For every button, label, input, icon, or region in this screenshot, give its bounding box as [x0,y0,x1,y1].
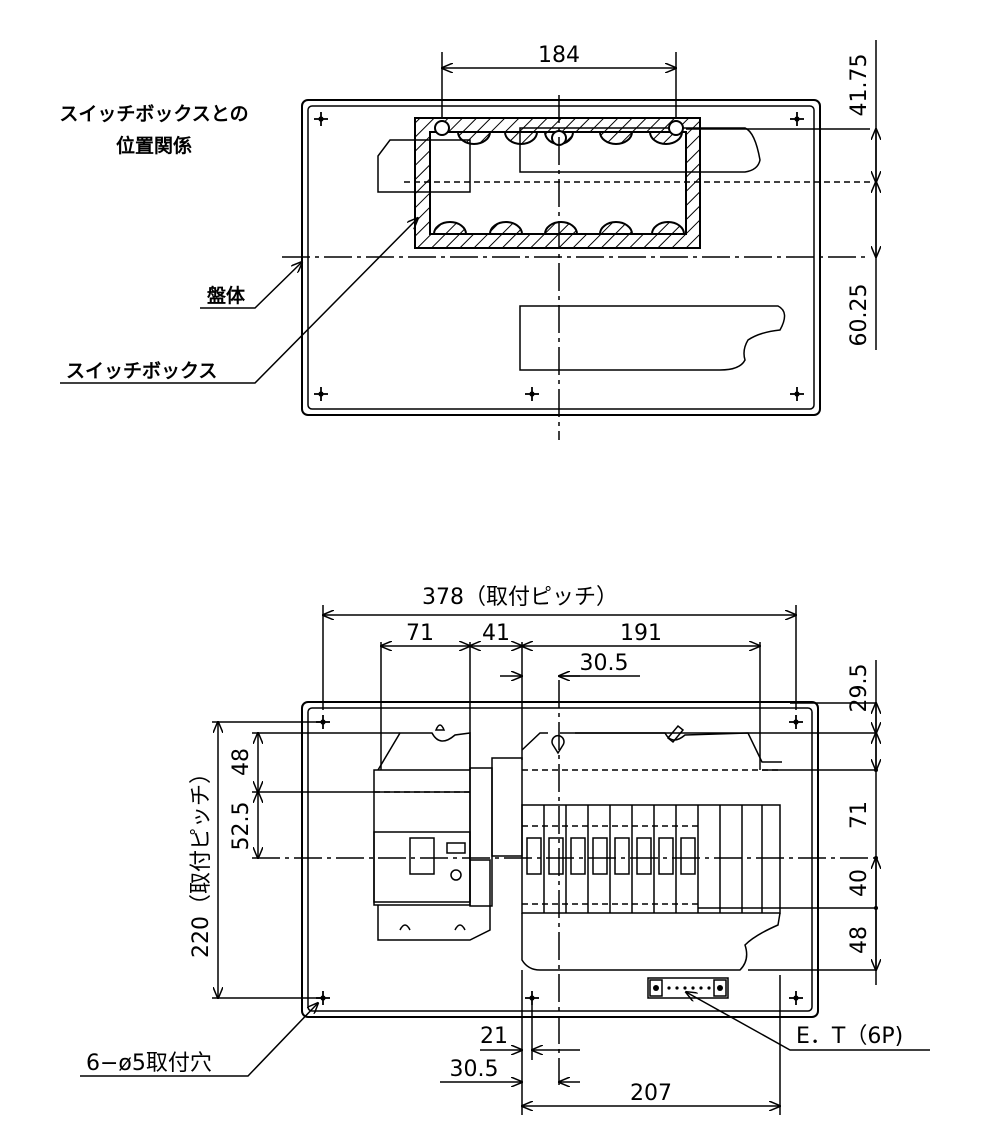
top-view: 184 41.75 60.25 スイッチボックスとの 位置関係 盤体 スイッチボ… [59,40,876,440]
label-panel: 盤体 [207,284,246,307]
dim-71-vertical: 71 [847,801,872,829]
screw-hole-icon [434,120,450,136]
dim-52-5: 52.5 [229,802,254,851]
top-right-cover [519,127,761,173]
dim-48-right: 48 [847,926,872,954]
mount-hole-icon [789,386,805,402]
branch-breakers [521,804,781,914]
top-title-line1: スイッチボックスとの [59,103,248,125]
mount-hole-icon [788,714,804,730]
mount-hole-icon [524,990,540,1006]
mount-hole-icon [313,386,329,402]
mount-hole-icon [789,111,805,127]
dim-40: 40 [847,869,872,897]
label-earth-terminal: E．T（6P) [796,1024,903,1049]
keyhole-icon [551,735,565,755]
label-switchbox: スイッチボックス [66,360,217,382]
dim-21: 21 [480,1024,508,1049]
switchbox-scallops [432,131,686,235]
dim-184: 184 [538,43,580,68]
bottom-view: 29.5 71 40 48 378（取付ピッチ） 71 41 191 30.5 … [80,585,930,1115]
dim-30-5-bottom: 30.5 [450,1057,499,1082]
dim-207: 207 [630,1081,672,1106]
dim-71-horizontal: 71 [406,621,434,646]
mount-hole-icon [524,386,540,402]
bottom-panel-inner [307,707,813,1012]
top-title-line2: 位置関係 [116,134,192,157]
mount-hole-icon [788,990,804,1006]
dim-41-75: 41.75 [847,54,872,117]
bottom-panel-outer [301,701,819,1018]
label-mount-holes: 6−ø5取付穴 [86,1051,212,1076]
screw-hole-icon [668,120,684,136]
left-cover [377,732,471,771]
dim-191: 191 [620,621,662,646]
dim-30-5-top: 30.5 [580,651,629,676]
keyhole-icon [434,724,446,731]
dim-48-left: 48 [229,748,254,776]
mount-hole-icon [313,111,329,127]
keyhole-icon [666,724,685,744]
dim-60-25: 60.25 [847,284,872,347]
dim-378: 378（取付ピッチ） [422,585,618,610]
earth-terminal [647,977,729,999]
dim-29-5: 29.5 [847,664,872,713]
dim-41: 41 [482,621,510,646]
dim-220: 220（取付ピッチ） [189,762,214,958]
bottom-cover [519,305,786,371]
right-bottom-cover [521,912,781,971]
